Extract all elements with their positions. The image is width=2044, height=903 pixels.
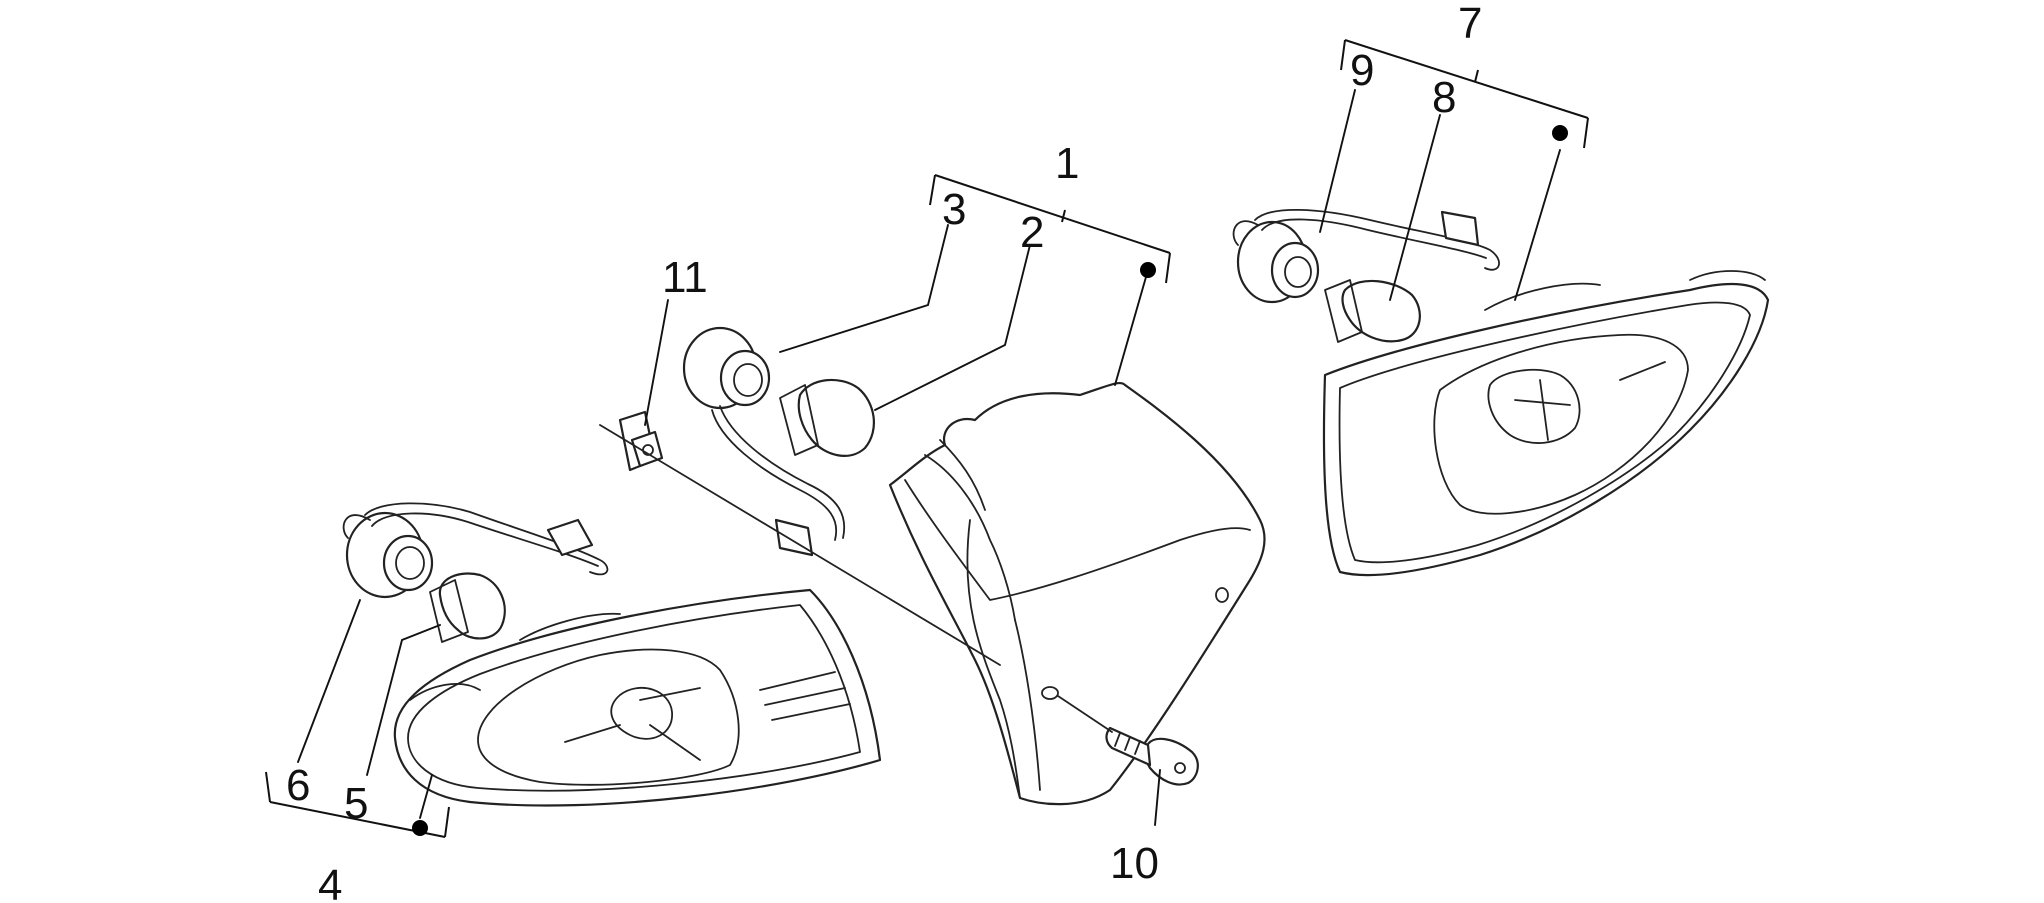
callout-9: 9 [1350, 46, 1374, 95]
left-bulb-socket-with-wire [342, 502, 609, 599]
left-bulb [429, 572, 506, 643]
center-bulb [779, 378, 875, 457]
callout-6: 6 [286, 761, 310, 810]
screw-axis-line [1057, 695, 1113, 733]
left-lamp-housing [393, 588, 882, 807]
callout-11: 11 [662, 253, 708, 302]
callout-1: 1 [1055, 139, 1079, 188]
callout-3: 3 [942, 185, 966, 234]
bracket-1 [929, 174, 1171, 284]
bracket-7 [1340, 39, 1589, 149]
leader-lines [297, 89, 1561, 826]
right-bulb [1324, 279, 1421, 343]
screw [1105, 726, 1199, 786]
mounting-axis-line [599, 424, 1001, 666]
right-lamp-housing [1322, 270, 1770, 577]
callout-2: 2 [1020, 208, 1044, 257]
callout-4: 4 [318, 861, 342, 903]
center-bulb-socket-with-wire [682, 326, 846, 557]
bracket-4 [265, 771, 450, 838]
callout-5: 5 [344, 779, 368, 828]
callout-8: 8 [1432, 73, 1456, 122]
callout-7: 7 [1458, 0, 1482, 48]
callout-10: 10 [1110, 839, 1159, 888]
right-bulb-socket-with-wire [1232, 208, 1500, 304]
center-lamp-housing [888, 381, 1266, 806]
